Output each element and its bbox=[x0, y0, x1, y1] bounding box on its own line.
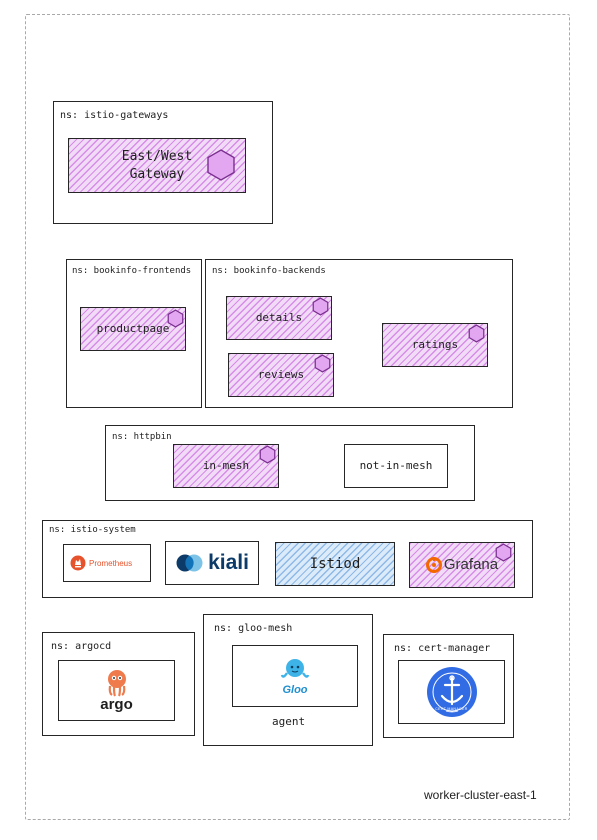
gloo-octopus-icon bbox=[280, 658, 310, 678]
agent-label: agent bbox=[272, 715, 306, 728]
kiali-icon bbox=[176, 554, 203, 572]
prometheus-icon bbox=[70, 555, 86, 571]
ns-label: ns: istio-gateways bbox=[60, 110, 169, 121]
hexagon-icon bbox=[312, 297, 329, 316]
ns-label: ns: argocd bbox=[51, 641, 112, 652]
reviews-service[interactable]: reviews bbox=[228, 353, 334, 397]
service-label: in-mesh bbox=[202, 458, 250, 472]
cluster-name: worker-cluster-east-1 bbox=[424, 788, 537, 802]
service-label: East/West Gateway bbox=[121, 148, 193, 182]
hexagon-icon bbox=[259, 445, 276, 464]
service-label: ratings bbox=[411, 337, 459, 351]
hexagon-icon bbox=[167, 309, 184, 328]
argo-label: argo bbox=[100, 696, 133, 713]
cert-manager-icon bbox=[426, 667, 477, 717]
ns-label: ns: httpbin bbox=[112, 432, 172, 442]
gloo-agent-service[interactable]: Gloo bbox=[232, 645, 358, 707]
gloo-label: Gloo bbox=[282, 683, 308, 696]
argocd-service[interactable]: argo bbox=[58, 660, 175, 721]
kiali-label: kiali bbox=[208, 551, 249, 574]
not-in-mesh-service[interactable]: not-in-mesh bbox=[344, 444, 448, 488]
service-label: Istiod bbox=[309, 555, 361, 572]
hexagon-icon bbox=[468, 324, 485, 343]
service-label: productpage bbox=[96, 321, 170, 335]
service-label: reviews bbox=[257, 367, 305, 381]
ns-label: ns: istio-system bbox=[49, 525, 136, 535]
hexagon-icon bbox=[495, 543, 512, 562]
ns-label: ns: bookinfo-backends bbox=[212, 266, 326, 276]
cert-manager-service[interactable]: CERT MANAGER bbox=[398, 660, 505, 724]
ns-label: ns: bookinfo-frontends bbox=[72, 266, 192, 276]
grafana-icon bbox=[425, 557, 442, 573]
ns-label: ns: cert-manager bbox=[394, 643, 491, 654]
cluster-boundary bbox=[25, 14, 570, 820]
kiali-service[interactable]: kiali bbox=[165, 541, 259, 585]
prometheus-label: Prometheus bbox=[89, 558, 133, 568]
cert-manager-text: CERT MANAGER bbox=[435, 707, 468, 711]
istiod-service[interactable]: Istiod bbox=[275, 542, 395, 586]
argo-octopus-icon bbox=[107, 670, 126, 697]
service-label: details bbox=[255, 310, 303, 324]
service-label: not-in-mesh bbox=[359, 458, 433, 472]
hexagon-icon bbox=[207, 149, 235, 181]
ns-label: ns: gloo-mesh bbox=[214, 623, 293, 634]
grafana-label: Grafana bbox=[443, 555, 499, 573]
hexagon-icon bbox=[314, 354, 331, 373]
prometheus-service[interactable]: Prometheus bbox=[63, 544, 151, 582]
